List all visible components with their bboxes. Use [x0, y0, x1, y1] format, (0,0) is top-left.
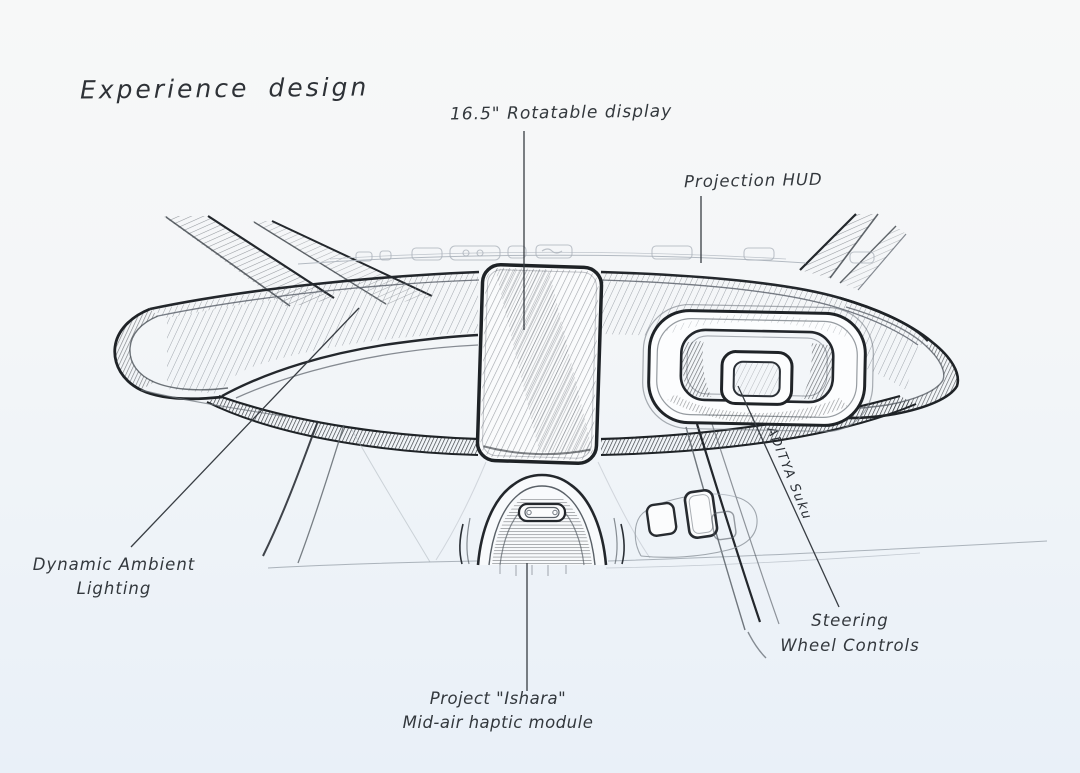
console-button-tray: [634, 489, 758, 558]
steering-leader-line: [737, 385, 840, 608]
dashboard-top-deck: [297, 244, 875, 265]
vent-row: [355, 244, 875, 264]
right-a-pillar: [799, 213, 907, 291]
gear-button-3: [711, 510, 737, 541]
annotation-hud-label: Projection HUD: [683, 169, 823, 192]
page-title: Experience design: [79, 72, 370, 105]
annotation-ishara-line1: Project "Ishara": [429, 689, 567, 708]
annotation-ambient-line1: Dynamic Ambient: [32, 555, 196, 574]
ambient-leader-line: [130, 307, 360, 548]
haptic-module: [459, 473, 625, 576]
annotation-ishara-line2: Mid-air haptic module: [402, 712, 594, 732]
center-display: [475, 262, 604, 465]
annotation-display: 16.5" Rotatable display: [450, 101, 672, 124]
annotation-steering-controls: Steering Wheel Controls: [766, 609, 934, 659]
annotation-steering-line1: Steering: [811, 611, 889, 630]
leader-lines: [130, 131, 840, 691]
annotation-ambient-lighting: Dynamic Ambient Lighting: [30, 553, 198, 601]
annotation-ishara-module: Project "Ishara" Mid-air haptic module: [396, 687, 600, 735]
steering-wheel: [642, 303, 874, 433]
annotation-steering-line2: Wheel Controls: [780, 635, 920, 655]
annotation-display-label: 16.5" Rotatable display: [449, 101, 673, 125]
annotation-ambient-line2: Lighting: [76, 578, 152, 598]
gear-button-1: [645, 501, 678, 537]
annotation-hud: Projection HUD: [684, 170, 823, 191]
gear-button-2: [683, 489, 719, 539]
center-console: [262, 420, 1048, 569]
